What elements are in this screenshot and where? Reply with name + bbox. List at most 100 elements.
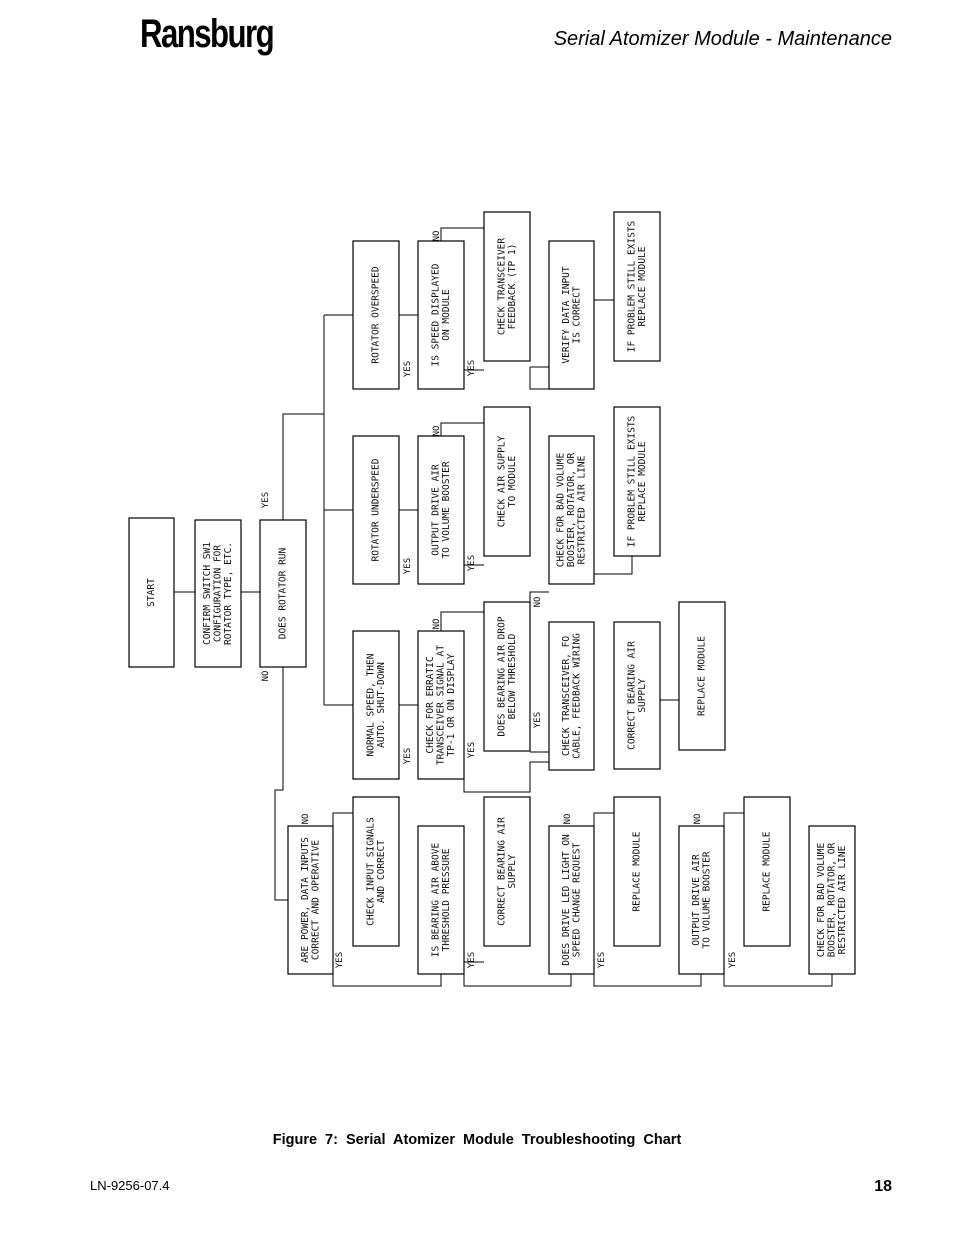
flow-box-text: TO VOLUME BOOSTER [701, 851, 712, 949]
flow-box-text: DOES ROTATOR RUN [278, 547, 289, 639]
flow-box-overspeed: ROTATOR OVERSPEED [352, 240, 400, 390]
flow-box-text: IF PROBLEM STILL EXISTS [626, 415, 637, 547]
connector-line [529, 591, 549, 602]
page-number: 18 [874, 1178, 892, 1195]
flow-box-text: CHECK INPUT SIGNALS [365, 817, 376, 926]
yes-branch-label: YES [728, 952, 738, 968]
flow-box-text: TO VOLUME BOOSTER [441, 461, 452, 559]
connector-line [723, 812, 744, 826]
document-number: LN-9256-07.4 [90, 1178, 170, 1193]
connector-line [440, 227, 484, 241]
connector-line [463, 761, 549, 793]
flow-box-text: IF PROBLEM STILL EXISTS [626, 220, 637, 352]
flow-box-start: START [128, 517, 175, 668]
flow-box-text: CHECK TRANSCEIVER, FO [561, 636, 572, 756]
connector-line [274, 667, 288, 901]
yes-branch-label: YES [467, 555, 477, 571]
no-branch-label: NO [301, 814, 311, 825]
flow-box-text: CHECK FOR BAD VOLUME [816, 843, 827, 958]
connector-line [332, 974, 442, 987]
flow-box-text: CONFIRM SWITCH SW1 [202, 542, 213, 645]
yes-branch-label: YES [467, 952, 477, 968]
flow-box-text: REPLACE MODULE [637, 441, 648, 521]
flow-box-text: ROTATOR TYPE, ETC. [223, 542, 234, 645]
yes-branch-label: YES [403, 748, 413, 764]
flow-box-text: DOES BEARING AIR DROP [496, 616, 507, 736]
flow-box-text: DOES DRIVE LED LIGHT ON [561, 834, 572, 966]
connector-line [593, 974, 702, 987]
flow-box-text: REPLACE MODULE [762, 831, 773, 911]
yes-branch-label: YES [533, 712, 543, 728]
flow-box-text: REPLACE MODULE [632, 831, 643, 911]
flow-box-text: FEEDBACK (TP 1) [507, 244, 518, 330]
flow-box-text: CHECK FOR ERRATIC [425, 656, 436, 753]
connector-line [723, 974, 833, 987]
flow-box-text: BELOW THRESHOLD [507, 633, 518, 719]
yes-branch-label: YES [261, 492, 271, 508]
flow-box-text: OUTPUT DRIVE AIR [691, 854, 702, 946]
connector-line [332, 812, 353, 826]
flow-box-text: CORRECT BEARING AIR [496, 817, 507, 926]
no-branch-label: NO [563, 814, 573, 825]
yes-branch-label: YES [403, 558, 413, 574]
yes-branch-label: YES [597, 952, 607, 968]
flow-box-does-run: DOES ROTATOR RUN [259, 519, 307, 668]
flow-box-text: CABLE, FEEDBACK WIRING [571, 633, 582, 759]
no-branch-label: NO [432, 426, 442, 437]
flow-box-text: AND CORRECT [376, 840, 387, 903]
connector-line [593, 812, 614, 826]
flow-box-text: TRANSCEIVER SIGNAL AT [436, 645, 447, 765]
flow-box-text: CHECK AIR SUPPLY [496, 435, 507, 527]
flow-box-replace3: REPLACE MODULE [743, 796, 791, 947]
flow-box-text: REPLACE MODULE [637, 246, 648, 326]
flow-box-text: CONFIGURATION FOR [213, 545, 224, 643]
flow-box-text: SUPPLY [637, 678, 648, 713]
connector-line [440, 611, 484, 631]
no-branch-label: NO [432, 231, 442, 242]
flow-box-text: TO MODULE [507, 455, 518, 507]
flow-box-text: RESTRICTED AIR LINE [577, 455, 588, 564]
flow-box-text: ROTATOR OVERSPEED [371, 266, 382, 364]
flow-box-text: RESTRICTED AIR LINE [837, 845, 848, 954]
no-branch-label: NO [693, 814, 703, 825]
flow-box-text: OUTPUT DRIVE AIR [430, 464, 441, 556]
flow-box-text: BOOSTER, ROTATOR, OR [566, 453, 577, 568]
flow-box-text: SUPPLY [507, 854, 518, 889]
yes-branch-label: YES [335, 952, 345, 968]
connector-line [440, 422, 484, 436]
connector-line [593, 556, 633, 584]
flow-box-text: CORRECT BEARING AIR [626, 641, 637, 750]
yes-branch-label: YES [467, 742, 477, 758]
flow-box-text: VERIFY DATA INPUT [561, 266, 572, 364]
flow-box-text: CHECK TRANSCEIVER [496, 238, 507, 336]
ransburg-logo: Ransburg [140, 12, 275, 56]
flow-box-text: ROTATOR UNDERSPEED [371, 458, 382, 561]
flow-box-text: CORRECT AND OPERATIVE [310, 840, 321, 960]
no-branch-label: NO [432, 619, 442, 630]
flow-box-text: BOOSTER, ROTATOR, OR [827, 843, 838, 958]
figure-caption: Figure 7: Serial Atomizer Module Trouble… [272, 1132, 682, 1148]
flow-box-text: IS SPEED DISPLAYED [430, 263, 441, 366]
flow-box-text: AUTO. SHUT-DOWN [376, 662, 387, 748]
flow-box-text: SPEED CHANGE REQUEST [571, 843, 582, 958]
flow-box-text: THRESHOLD PRESSURE [441, 848, 452, 951]
no-branch-label: NO [533, 597, 543, 608]
